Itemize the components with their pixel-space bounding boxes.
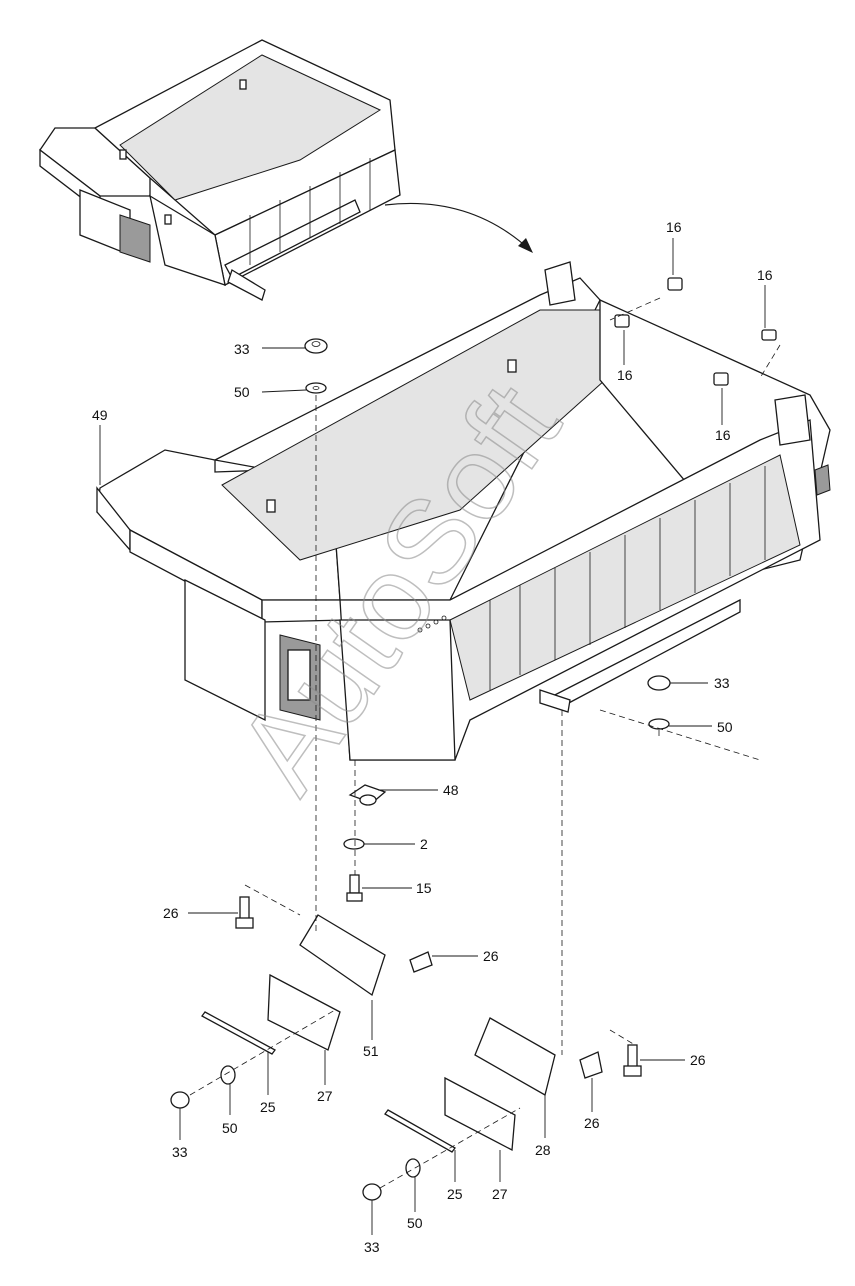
callout-28: 28 [535,1142,551,1158]
alignment-lines [189,297,781,1189]
callout-33: 33 [714,675,730,691]
nut-33-top-icon [304,338,328,354]
callout-2: 2 [420,836,428,852]
callout-33: 33 [364,1239,380,1255]
front-right-corner [544,261,831,496]
callout-33: 33 [172,1144,188,1160]
left-mudguard-assembly [170,896,433,1109]
callout-48: 48 [443,782,459,798]
callout-16: 16 [666,219,682,235]
nut-33-right-icon [647,675,671,691]
washer-50-icon [220,1065,236,1085]
callout-26: 26 [483,948,499,964]
pad-48-icon [348,784,387,806]
callout-labels: 16 16 16 16 33 50 49 33 50 48 2 15 26 26… [92,219,773,1255]
vent-holes [417,615,447,633]
washer-50-right-icon [648,718,670,730]
bolt-26-icon [579,1051,603,1079]
side-ribs [489,466,766,690]
right-mudguard-assembly [362,1017,642,1201]
callout-50: 50 [222,1120,238,1136]
callout-16: 16 [757,267,773,283]
callout-25: 25 [447,1186,463,1202]
callout-27: 27 [317,1088,333,1104]
nut-33-icon [170,1091,190,1109]
callout-50: 50 [717,719,733,735]
arrow-icon [384,202,533,253]
bracket-51 [299,914,386,997]
callout-25: 25 [260,1099,276,1115]
bolt-26-icon [627,1044,638,1068]
callout-26: 26 [690,1052,706,1068]
callout-50: 50 [234,384,250,400]
callout-27: 27 [492,1186,508,1202]
callout-33: 33 [234,341,250,357]
mudflap-27 [444,1076,516,1152]
strip-25 [384,1109,456,1153]
strip-25 [201,1011,276,1055]
lug-icon [266,499,276,513]
washer-50-top-icon [305,382,327,394]
main-dump-body [96,261,831,761]
bolt-26-icon [409,951,433,973]
overview-lug-icon [239,79,247,90]
callout-26: 26 [163,905,179,921]
lug-icon [507,359,517,373]
washer-50-icon [405,1158,421,1178]
callout-51: 51 [363,1043,379,1059]
bracket-28 [474,1017,556,1096]
bolt-15-icon [346,874,363,902]
callout-16: 16 [715,427,731,443]
bolt-26-icon [239,896,250,920]
callout-50: 50 [407,1215,423,1231]
callout-15: 15 [416,880,432,896]
mudflap-27 [267,973,341,1051]
fitting-16-icon [614,277,777,386]
overview-dump-body [39,39,401,301]
washer-2-icon [343,838,365,850]
callout-49: 49 [92,407,108,423]
leader-lines [99,238,766,1235]
callout-26: 26 [584,1115,600,1131]
nut-33-icon [362,1183,382,1201]
callout-16: 16 [617,367,633,383]
